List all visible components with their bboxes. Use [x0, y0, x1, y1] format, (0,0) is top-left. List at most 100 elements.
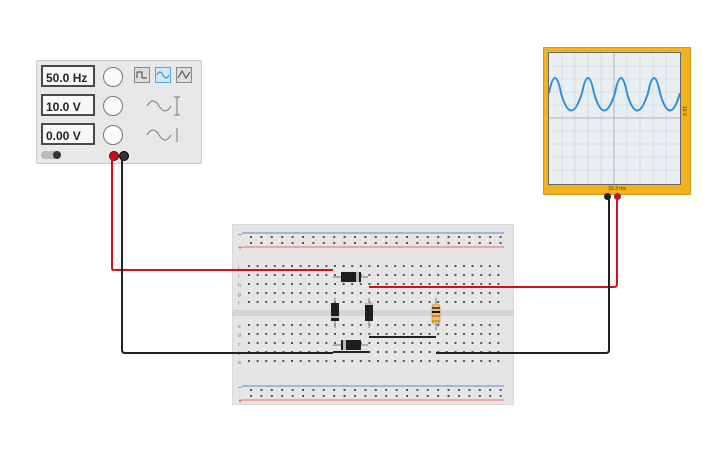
- terminal-hole[interactable]: [308, 342, 311, 344]
- rail-hole[interactable]: [447, 389, 450, 391]
- rail-hole[interactable]: [291, 242, 294, 244]
- rail-hole[interactable]: [395, 242, 398, 244]
- terminal-hole[interactable]: [291, 360, 293, 362]
- terminal-hole[interactable]: [411, 265, 414, 267]
- terminal-hole[interactable]: [411, 274, 414, 276]
- rail-hole[interactable]: [281, 242, 284, 244]
- rail-hole[interactable]: [270, 395, 273, 397]
- terminal-hole[interactable]: [497, 274, 500, 276]
- rail-hole[interactable]: [302, 242, 304, 244]
- terminal-hole[interactable]: [368, 360, 371, 362]
- rail-hole[interactable]: [499, 395, 502, 397]
- terminal-hole[interactable]: [359, 324, 362, 326]
- terminal-holes[interactable]: [248, 265, 500, 362]
- terminal-hole[interactable]: [265, 292, 268, 294]
- terminal-hole[interactable]: [428, 333, 431, 335]
- terminal-hole[interactable]: [394, 342, 397, 344]
- terminal-hole[interactable]: [428, 342, 431, 344]
- rail-hole[interactable]: [489, 389, 492, 391]
- terminal-hole[interactable]: [291, 301, 293, 303]
- rail-hole[interactable]: [458, 242, 460, 244]
- terminal-hole[interactable]: [480, 342, 483, 344]
- terminal-hole[interactable]: [420, 342, 422, 344]
- terminal-hole[interactable]: [497, 342, 500, 344]
- terminal-hole[interactable]: [282, 283, 285, 285]
- terminal-hole[interactable]: [377, 324, 379, 326]
- rail-hole[interactable]: [343, 236, 346, 238]
- rail-hole[interactable]: [437, 389, 440, 391]
- terminal-hole[interactable]: [488, 301, 491, 303]
- terminal-hole[interactable]: [471, 333, 474, 335]
- terminal-hole[interactable]: [394, 360, 397, 362]
- terminal-hole[interactable]: [402, 342, 405, 344]
- terminal-hole[interactable]: [471, 360, 474, 362]
- terminal-hole[interactable]: [256, 301, 259, 303]
- rail-hole[interactable]: [302, 236, 304, 238]
- terminal-hole[interactable]: [299, 301, 302, 303]
- terminal-hole[interactable]: [325, 274, 328, 276]
- terminal-hole[interactable]: [428, 351, 431, 353]
- frequency-display[interactable]: 50.0 Hz: [41, 65, 95, 87]
- terminal-hole[interactable]: [420, 292, 422, 294]
- offset-knob[interactable]: [103, 125, 123, 145]
- rail-hole[interactable]: [333, 395, 336, 397]
- terminal-hole[interactable]: [359, 301, 362, 303]
- terminal-hole[interactable]: [273, 342, 276, 344]
- terminal-hole[interactable]: [385, 333, 388, 335]
- rail-hole[interactable]: [291, 389, 294, 391]
- terminal-hole[interactable]: [377, 351, 379, 353]
- terminal-hole[interactable]: [437, 292, 440, 294]
- rail-hole[interactable]: [447, 236, 450, 238]
- rail-hole[interactable]: [250, 395, 252, 397]
- terminal-hole[interactable]: [497, 301, 500, 303]
- terminal-hole[interactable]: [334, 342, 336, 344]
- rail-hole[interactable]: [302, 389, 304, 391]
- terminal-hole[interactable]: [454, 292, 457, 294]
- rail-hole[interactable]: [458, 395, 460, 397]
- rail-hole[interactable]: [406, 242, 408, 244]
- terminal-hole[interactable]: [411, 333, 414, 335]
- terminal-hole[interactable]: [368, 342, 371, 344]
- rail-hole[interactable]: [322, 236, 325, 238]
- terminal-hole[interactable]: [248, 292, 250, 294]
- terminal-hole[interactable]: [488, 342, 491, 344]
- terminal-hole[interactable]: [377, 333, 379, 335]
- terminal-hole[interactable]: [428, 292, 431, 294]
- terminal-hole[interactable]: [377, 360, 379, 362]
- rail-hole[interactable]: [468, 236, 471, 238]
- rail-hole[interactable]: [426, 395, 429, 397]
- terminal-hole[interactable]: [342, 360, 345, 362]
- triangle-wave-button[interactable]: [176, 67, 192, 83]
- terminal-hole[interactable]: [248, 301, 250, 303]
- rail-hole[interactable]: [406, 236, 408, 238]
- rail-hole[interactable]: [374, 389, 377, 391]
- rail-hole[interactable]: [260, 389, 263, 391]
- terminal-hole[interactable]: [463, 283, 465, 285]
- terminal-hole[interactable]: [359, 283, 362, 285]
- terminal-hole[interactable]: [385, 301, 388, 303]
- terminal-hole[interactable]: [325, 324, 328, 326]
- terminal-hole[interactable]: [480, 333, 483, 335]
- terminal-hole[interactable]: [463, 324, 465, 326]
- function-generator[interactable]: 50.0 Hz 10.0 V 0.00 V: [36, 60, 202, 164]
- terminal-hole[interactable]: [282, 360, 285, 362]
- terminal-hole[interactable]: [316, 283, 319, 285]
- terminal-hole[interactable]: [325, 360, 328, 362]
- terminal-hole[interactable]: [394, 333, 397, 335]
- terminal-hole[interactable]: [291, 324, 293, 326]
- terminal-hole[interactable]: [316, 274, 319, 276]
- amplitude-knob[interactable]: [103, 96, 123, 116]
- terminal-hole[interactable]: [273, 265, 276, 267]
- terminal-hole[interactable]: [265, 274, 268, 276]
- terminal-hole[interactable]: [497, 324, 500, 326]
- terminal-hole[interactable]: [256, 292, 259, 294]
- rail-hole[interactable]: [354, 395, 356, 397]
- rail-hole[interactable]: [426, 236, 429, 238]
- terminal-hole[interactable]: [437, 342, 440, 344]
- terminal-hole[interactable]: [411, 324, 414, 326]
- terminal-hole[interactable]: [342, 265, 345, 267]
- terminal-hole[interactable]: [334, 274, 336, 276]
- negative-terminal[interactable]: [119, 151, 129, 161]
- terminal-hole[interactable]: [265, 333, 268, 335]
- rail-hole[interactable]: [385, 236, 388, 238]
